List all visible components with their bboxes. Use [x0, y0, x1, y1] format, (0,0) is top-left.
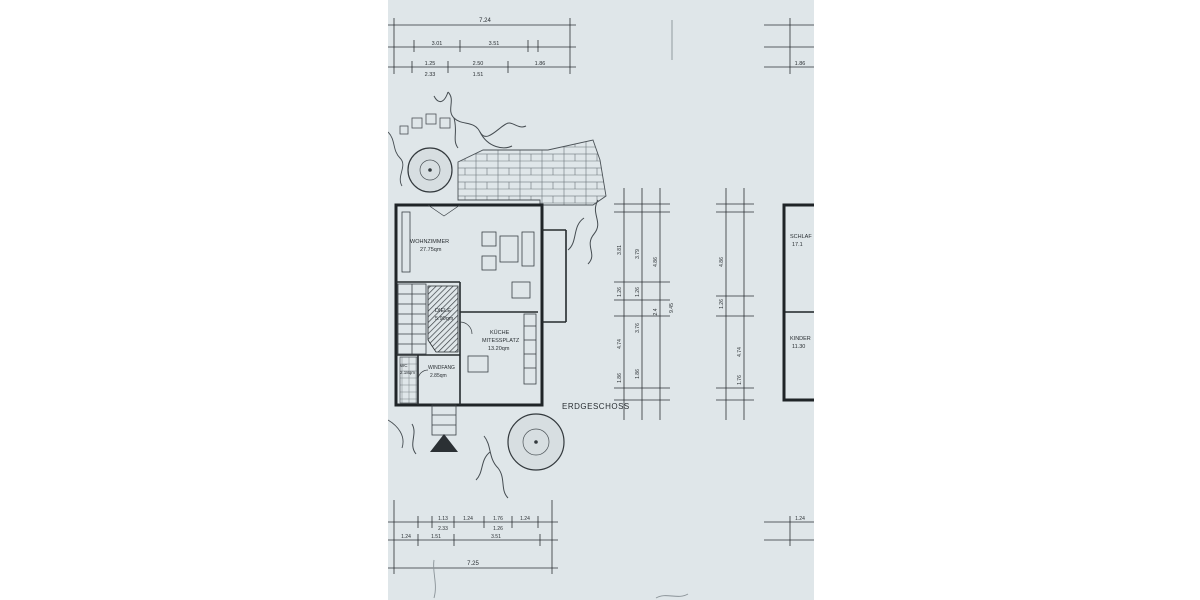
- dim-top-row2-b: 2.50: [473, 61, 484, 67]
- terrace-paving: [457, 139, 607, 206]
- garden-stepping-stones: [399, 113, 451, 135]
- shrub-right: [567, 199, 599, 265]
- dim-col2-b: 1.26: [635, 287, 641, 297]
- outer-walls: [394, 203, 544, 407]
- pencil-marks: [433, 20, 689, 599]
- door-arcs: [417, 204, 473, 381]
- room-schlafzimmer-area: 17.1: [792, 242, 803, 248]
- room-windfang-name: WINDFANG: [428, 365, 455, 371]
- entrance-arrow: [430, 434, 458, 452]
- dim-col1-c: 4.74: [617, 339, 623, 349]
- interior-walls: [396, 229, 567, 405]
- room-diele-name: DIELE: [435, 308, 451, 314]
- entry-steps: [431, 404, 457, 436]
- dim-col4-a: 4.86: [719, 257, 725, 267]
- room-kinderzimmer-area: 11.30: [792, 344, 805, 350]
- dim-col2-a: 3.79: [635, 249, 641, 259]
- dim-col3-b: 2.4: [653, 308, 659, 315]
- dim-bottom-row1-b: 1.24: [463, 516, 473, 522]
- shrub-top: [433, 91, 527, 149]
- floor-plan-drawing: 7.24 3.01 3.51 1.25 2.50 1.86 2.33 1.51 …: [388, 18, 814, 599]
- bottom-dimension-chains: [388, 500, 814, 574]
- vertical-dimension-lines: [614, 188, 754, 420]
- room-kueche-name: KÜCHE: [490, 329, 510, 336]
- dim-col1-b: 1.26: [617, 287, 623, 297]
- dim-bottom-row2-c: 3.51: [491, 534, 501, 540]
- dim-bottom-row2-a: 1.24: [401, 534, 411, 540]
- dim-top-right: 1.86: [795, 61, 806, 67]
- room-diele-area: 5.90qm: [435, 316, 454, 322]
- dim-col4-c: 4.74: [737, 347, 743, 357]
- dim-col2-d: 1.86: [635, 369, 641, 379]
- tree-bottom: [507, 413, 565, 471]
- dim-top-row2b-b: 1.51: [473, 72, 484, 78]
- room-kueche-area: 13.20qm: [488, 346, 510, 352]
- staircase: [397, 283, 427, 355]
- dim-bottom-row1-d: 1.24: [520, 516, 530, 522]
- dim-bottom-row1-c: 1.76: [493, 516, 503, 522]
- vertical-dimension-labels: 3.81 1.26 4.74 1.86 3.79 1.26 3.76 1.86 …: [617, 245, 743, 385]
- room-wc-name: WC: [400, 363, 408, 368]
- room-kinderzimmer-name: KINDER: [790, 336, 811, 342]
- room-schlafzimmer-name: SCHLAF: [790, 234, 812, 240]
- dim-col1-a: 3.81: [617, 245, 623, 255]
- room-wc-area: 2.18qm: [400, 370, 415, 375]
- windfang-tiles: [399, 356, 418, 404]
- shrub-bottom: [411, 423, 509, 499]
- dim-top-row2-c: 1.86: [535, 61, 546, 67]
- dim-col4-b: 1.26: [719, 299, 725, 309]
- dim-bottom-row1b-b: 1.26: [493, 526, 503, 532]
- plant-left-edge: [388, 131, 404, 449]
- drawing-sheet: 7.24 3.01 3.51 1.25 2.50 1.86 2.33 1.51 …: [388, 0, 814, 600]
- dim-col2-c: 3.76: [635, 323, 641, 333]
- dim-col1-d: 1.86: [617, 373, 623, 383]
- room-wohnzimmer-area: 27.75qm: [420, 247, 442, 253]
- dim-top-overall: 7.24: [479, 18, 491, 24]
- kueche-furniture: [467, 313, 537, 385]
- plan-title: ERDGESCHOSS: [562, 402, 630, 411]
- dim-top-row1-a: 3.01: [432, 41, 443, 47]
- room-kueche-sub: MITESSPLATZ: [482, 338, 520, 344]
- dim-bottom-overall: 7.25: [467, 561, 479, 567]
- room-windfang-area: 2.85qm: [430, 373, 447, 379]
- top-dimension-chains: [388, 18, 814, 74]
- dim-col-total: 9.45: [669, 303, 675, 313]
- upper-floor-walls: [782, 203, 814, 402]
- dim-top-row1-b: 3.51: [489, 41, 500, 47]
- room-wohnzimmer-name: WOHNZIMMER: [410, 239, 449, 245]
- dim-top-row2b-a: 2.33: [425, 72, 436, 78]
- dim-col4-d: 1.76: [737, 375, 743, 385]
- wohnzimmer-furniture: [401, 211, 535, 299]
- dim-bottom-row2-b: 1.51: [431, 534, 441, 540]
- dim-bottom-row1b-a: 2.33: [438, 526, 448, 532]
- dim-bottom-row1-a: 1.13: [438, 516, 448, 522]
- dim-bottom-right: 1.24: [795, 516, 805, 522]
- dim-col3-a: 4.86: [653, 257, 659, 267]
- diele-hatch: [427, 285, 459, 353]
- tree-top-left: [407, 147, 453, 193]
- dim-top-row2-a: 1.25: [425, 61, 436, 67]
